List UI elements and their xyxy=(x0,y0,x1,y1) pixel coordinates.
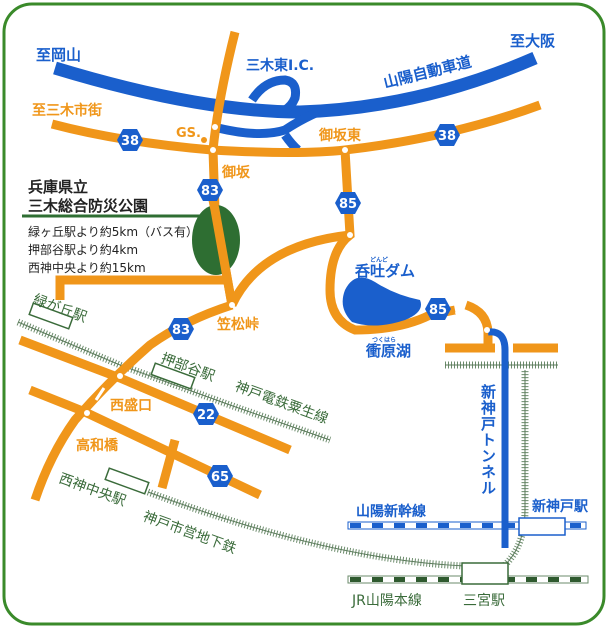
oshibedani-station-box xyxy=(150,362,196,390)
svg-text:85: 85 xyxy=(429,303,447,318)
map-border xyxy=(2,2,606,626)
road-break-mark xyxy=(94,387,106,401)
dam-lake xyxy=(342,277,421,326)
sannomiya-station-box xyxy=(461,562,509,585)
park-title-line2: 三木総合防災公園 xyxy=(28,197,148,215)
direction-miki-city-label: 至三木市街 xyxy=(32,102,102,119)
svg-text:85: 85 xyxy=(339,197,357,212)
route-badge-85-north: 85 xyxy=(335,192,361,214)
route-badge-38-east: 38 xyxy=(434,124,460,146)
svg-text:38: 38 xyxy=(121,134,139,149)
svg-text:83: 83 xyxy=(201,184,219,199)
svg-text:83: 83 xyxy=(172,323,190,338)
shin-kobe-tunnel xyxy=(487,328,509,548)
shin-kobe-station-label: 新神戸駅 xyxy=(532,498,589,515)
shin-kobe-station-box xyxy=(518,517,566,536)
direction-okayama-label: 至岡山 xyxy=(36,46,81,64)
lake-ruby: つくはら xyxy=(372,337,396,344)
svg-text:22: 22 xyxy=(197,408,215,423)
jr-line-label: JR山陽本線 xyxy=(351,593,422,609)
subway-line xyxy=(146,488,466,570)
park-title-line1: 兵庫県立 xyxy=(28,178,88,196)
direction-osaka-label: 至大阪 xyxy=(510,32,556,50)
sanyo-shinkansen-line xyxy=(347,521,587,530)
dam-label: 呑吐ダム xyxy=(354,262,415,280)
route-badge-83-north: 83 xyxy=(197,179,223,201)
nishi-sakaguchi-label: 西盛口 xyxy=(110,397,152,414)
lake-label: 衝原湖 xyxy=(365,342,411,360)
svg-text:38: 38 xyxy=(438,129,456,144)
shintetsu-ao-line xyxy=(16,318,332,444)
route-badge-65: 65 xyxy=(207,465,233,487)
misaka-label: 御坂 xyxy=(221,164,251,181)
road-83-over-park xyxy=(208,199,237,306)
interchange-label: 三木東I.C. xyxy=(246,57,314,74)
route-badge-22: 22 xyxy=(193,403,219,425)
tunnel-label: 新神戸トンネル xyxy=(479,383,497,496)
sanyo-expressway xyxy=(53,52,538,154)
park-access-1: 緑ヶ丘駅より約5km（バス有） xyxy=(28,224,198,239)
road-break-mark xyxy=(454,299,468,315)
shinkansen-line-label: 山陽新幹線 xyxy=(356,503,426,520)
gs-dot xyxy=(201,137,207,143)
kasamatsu-toge-label: 笠松峠 xyxy=(216,316,259,333)
junction-dots xyxy=(84,124,490,416)
route-badge-38-west: 38 xyxy=(117,129,143,151)
dam-ruby: どんど xyxy=(370,256,388,264)
route-badge-85-east: 85 xyxy=(425,298,451,320)
takawabashi-label: 高和橋 xyxy=(76,437,119,454)
svg-text:65: 65 xyxy=(211,470,229,485)
sannomiya-station-label: 三宮駅 xyxy=(463,593,505,609)
misaka-higashi-label: 御坂東 xyxy=(318,127,361,144)
seishin-chuo-station-box xyxy=(104,467,150,495)
route-badge-83-south: 83 xyxy=(168,318,194,340)
gs-label: GS. xyxy=(176,126,201,141)
park-access-2: 押部谷駅より約4km xyxy=(28,242,138,257)
park-access-3: 西神中央より約15km xyxy=(28,260,146,275)
midorigaoka-station-box xyxy=(28,302,74,330)
